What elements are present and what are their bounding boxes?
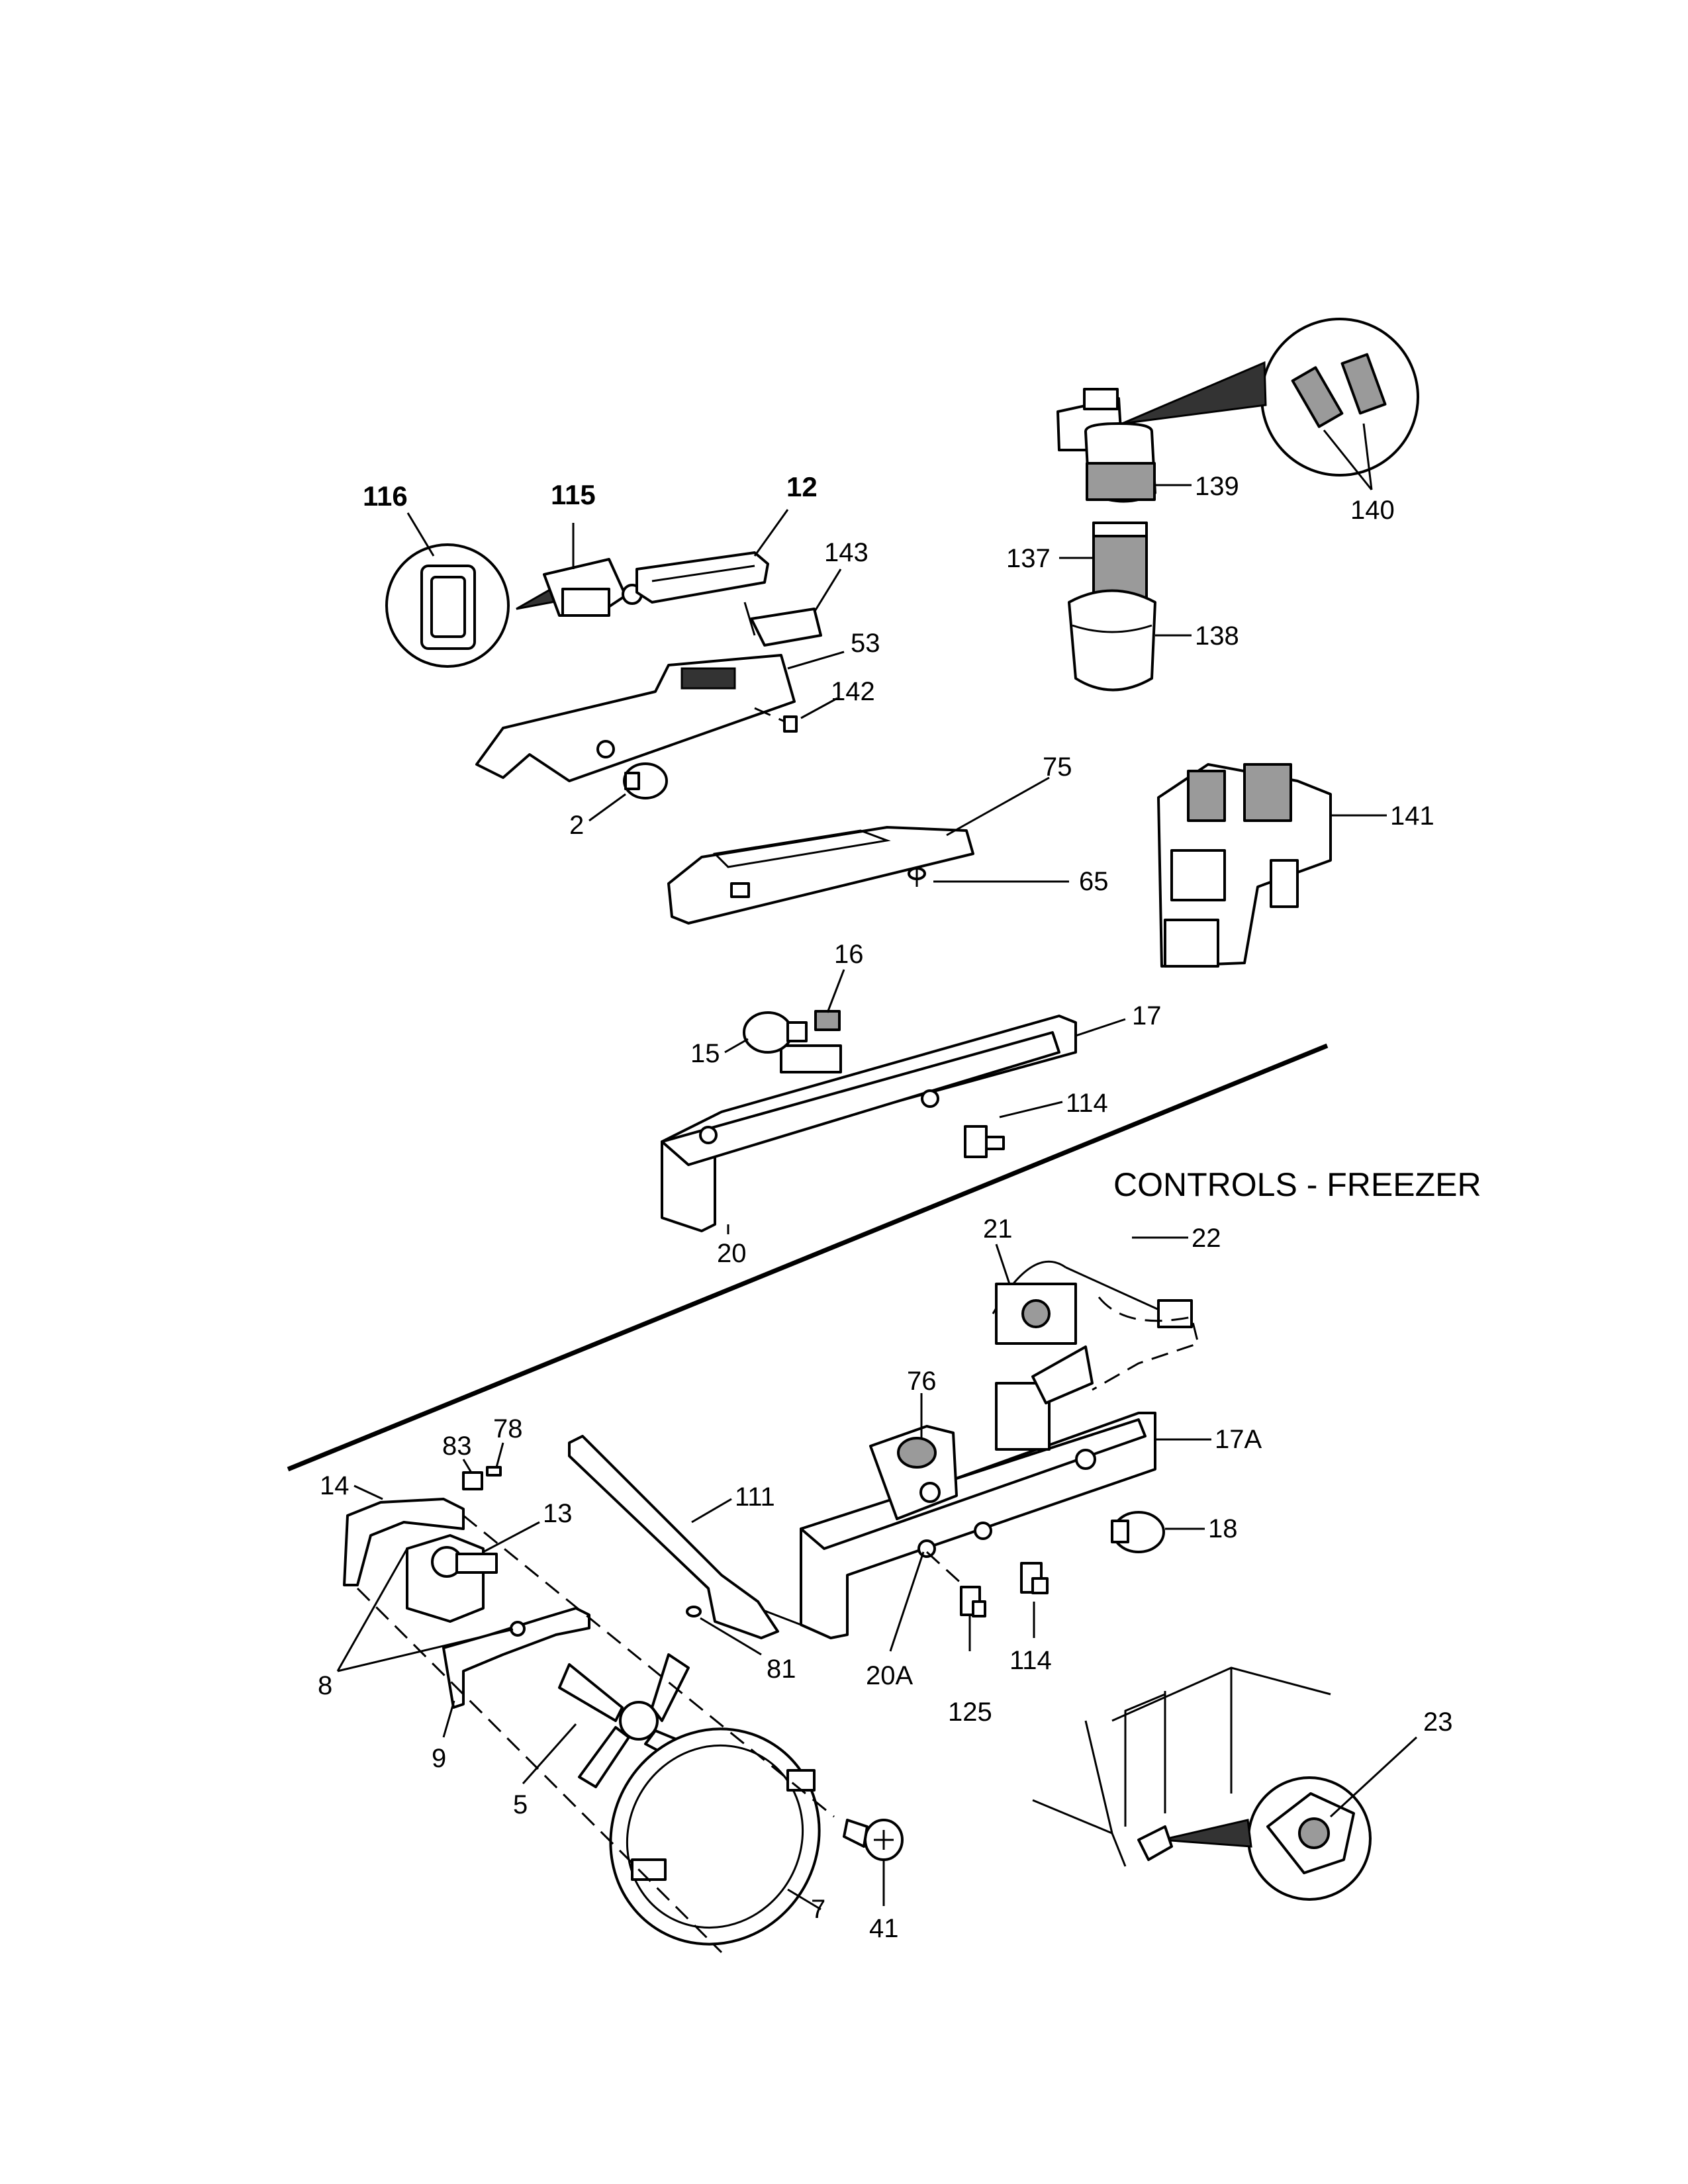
part-81-screw (686, 1606, 762, 1656)
callout-114b: 114 (1009, 1646, 1052, 1675)
part-125-switch (925, 1551, 986, 1651)
part-141-water-valve (1157, 763, 1387, 968)
callout-7: 7 (811, 1895, 825, 1924)
part-17-light-housing (661, 1015, 1126, 1232)
callout-125: 125 (948, 1698, 992, 1727)
callout-17a: 17A (1215, 1425, 1262, 1454)
part-17a-control-housing (800, 1345, 1211, 1639)
part-114a-switch (964, 1101, 1063, 1158)
part-2-knob (588, 762, 668, 822)
capillary-dashed-line (1092, 1297, 1199, 1391)
part-138-filter-housing (1068, 589, 1192, 692)
part-114b-switch (1020, 1562, 1049, 1638)
callout-8: 8 (318, 1671, 332, 1700)
callout-111: 111 (735, 1482, 775, 1512)
part-41-screw (843, 1819, 904, 1906)
callout-23: 23 (1423, 1707, 1453, 1737)
callout-13: 13 (543, 1499, 573, 1528)
callout-53: 53 (851, 629, 880, 658)
callout-78: 78 (493, 1414, 523, 1443)
callout-20a: 20A (866, 1661, 913, 1690)
callout-16: 16 (834, 940, 864, 969)
section-divider-line (287, 1043, 1329, 1472)
part-65-screw (908, 867, 1069, 887)
callout-143: 143 (824, 538, 868, 567)
part-9-lower-bracket (442, 1607, 590, 1738)
part-116-gasket-detail (385, 512, 571, 668)
callout-137: 137 (1006, 544, 1051, 573)
callout-81: 81 (767, 1655, 796, 1684)
callout-115: 115 (551, 479, 596, 510)
callout-138: 138 (1195, 621, 1239, 651)
section-title: CONTROLS - FREEZER (1113, 1166, 1481, 1203)
callout-140: 140 (1350, 496, 1395, 525)
callout-20: 20 (717, 1239, 747, 1268)
part-14-motor-bracket (343, 1484, 465, 1586)
callout-116: 116 (363, 480, 408, 512)
callout-5: 5 (513, 1790, 528, 1819)
part-143-clip (743, 569, 842, 647)
part-21-thermostat (995, 1244, 1077, 1345)
part-15-bulb (724, 1011, 808, 1054)
callout-65: 65 (1079, 867, 1109, 896)
part-13-fan-motor (406, 1521, 540, 1623)
callout-142: 142 (831, 677, 875, 706)
callout-15: 15 (690, 1039, 720, 1068)
part-76-light-socket (897, 1393, 937, 1469)
callout-21: 21 (983, 1214, 1013, 1244)
part-23-light-switch-detail (1137, 1736, 1418, 1901)
callout-141: 141 (1390, 801, 1434, 831)
callout-75: 75 (1043, 752, 1072, 782)
callout-41: 41 (869, 1914, 899, 1943)
part-139-filter-head (1056, 388, 1192, 503)
callout-22: 22 (1192, 1224, 1221, 1253)
callout-17: 17 (1132, 1001, 1162, 1030)
part-5-fan-blade (522, 1653, 713, 1788)
part-140-detail (1121, 318, 1419, 490)
part-53-bracket (475, 651, 845, 782)
callout-2: 2 (569, 811, 584, 840)
part-111-cover-bracket (568, 1435, 779, 1639)
callout-114a: 114 (1066, 1089, 1108, 1118)
callout-9: 9 (432, 1744, 446, 1773)
part-22-sensor-rod (992, 1236, 1193, 1328)
part-20a-leader (889, 1551, 925, 1652)
callout-18: 18 (1208, 1514, 1238, 1543)
fan-dashed-guides (356, 1514, 835, 1954)
callout-12: 12 (786, 471, 818, 502)
callout-76: 76 (907, 1367, 937, 1396)
part-142-fastener (754, 697, 838, 733)
part-75-plate (667, 776, 1050, 925)
part-78-screw (486, 1442, 504, 1477)
part-83-clip (462, 1459, 483, 1490)
part-23-cabinet-outline (1032, 1666, 1331, 1867)
part-18-knob (1111, 1511, 1205, 1553)
callout-139: 139 (1195, 472, 1239, 501)
callout-14: 14 (320, 1471, 350, 1500)
part-16-socket (814, 969, 845, 1031)
part-12-cover (635, 509, 789, 604)
callout-83: 83 (442, 1432, 472, 1461)
part-115-actuator (543, 523, 643, 617)
